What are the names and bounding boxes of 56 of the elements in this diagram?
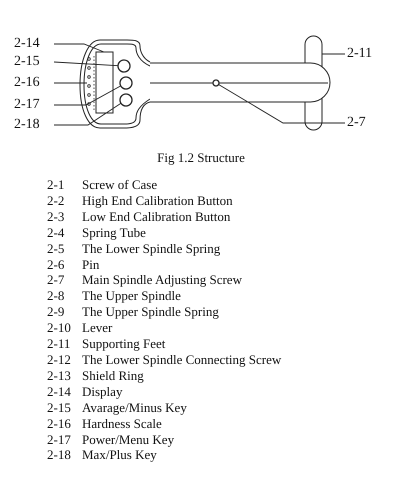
part-number: 2-9 [47,304,66,320]
part-number: 2-2 [47,192,66,209]
display-window [96,52,114,114]
part-name: Spring Tube [82,224,147,241]
leader-line [54,82,88,84]
part-name: The Lower Spindle Spring [82,240,222,257]
part-number: 2-18 [47,447,72,464]
part-name: High End Calibration Button [82,192,234,209]
figure-caption: Fig 1.2 Structure [156,149,246,167]
key-button [117,59,131,73]
part-name: Main Spindle Adjusting Screw [82,272,243,288]
part-name: Power/Menu Key [82,432,176,448]
callout-number: 2-18 [14,117,40,133]
part-name: Hardness Scale [82,416,163,432]
callout-number: 2-14 [14,36,40,52]
part-number: 2-8 [47,288,66,304]
part-name: The Upper Spindle [82,288,182,304]
part-number: 2-12 [47,352,72,368]
leader-line [54,44,104,52]
part-name: Supporting Feet [82,336,166,352]
leader-line [54,102,122,126]
part-number: 2-14 [47,384,72,400]
leader-line [54,85,122,106]
part-name: Low End Calibration Button [82,208,232,225]
part-number: 2-13 [47,368,72,384]
part-number: 2-15 [47,400,72,416]
part-name: Lever [82,320,114,336]
part-name: The Lower Spindle Connecting Screw [82,352,282,368]
callout-number: 2-17 [14,97,40,113]
part-number: 2-3 [47,208,66,225]
key-button [119,76,133,90]
part-number: 2-10 [47,320,72,336]
part-number: 2-7 [47,272,66,288]
adjusting-screw [212,79,220,87]
leader-line [54,62,118,66]
part-number: 2-4 [47,224,66,241]
part-number: 2-16 [47,416,72,432]
scale-dots [87,56,94,112]
part-number: 2-1 [47,177,66,193]
part-name: The Upper Spindle Spring [82,304,220,320]
callout-number: 2-15 [14,54,40,70]
part-number: 2-6 [47,256,66,272]
part-name: Shield Ring [82,368,145,384]
part-name: Avarage/Minus Key [82,400,188,416]
part-number: 2-17 [47,432,72,448]
part-name: Screw of Case [82,177,158,193]
part-name: Display [82,384,124,400]
callout-number: 2-16 [14,75,40,91]
part-name: Pin [82,256,100,272]
part-name: Max/Plus Key [82,447,158,464]
part-number: 2-11 [47,336,72,352]
part-number: 2-5 [47,240,66,257]
callout-number: 2-11 [347,46,372,62]
key-button [119,93,133,107]
leader-line [218,84,346,124]
callout-number: 2-7 [347,115,366,131]
